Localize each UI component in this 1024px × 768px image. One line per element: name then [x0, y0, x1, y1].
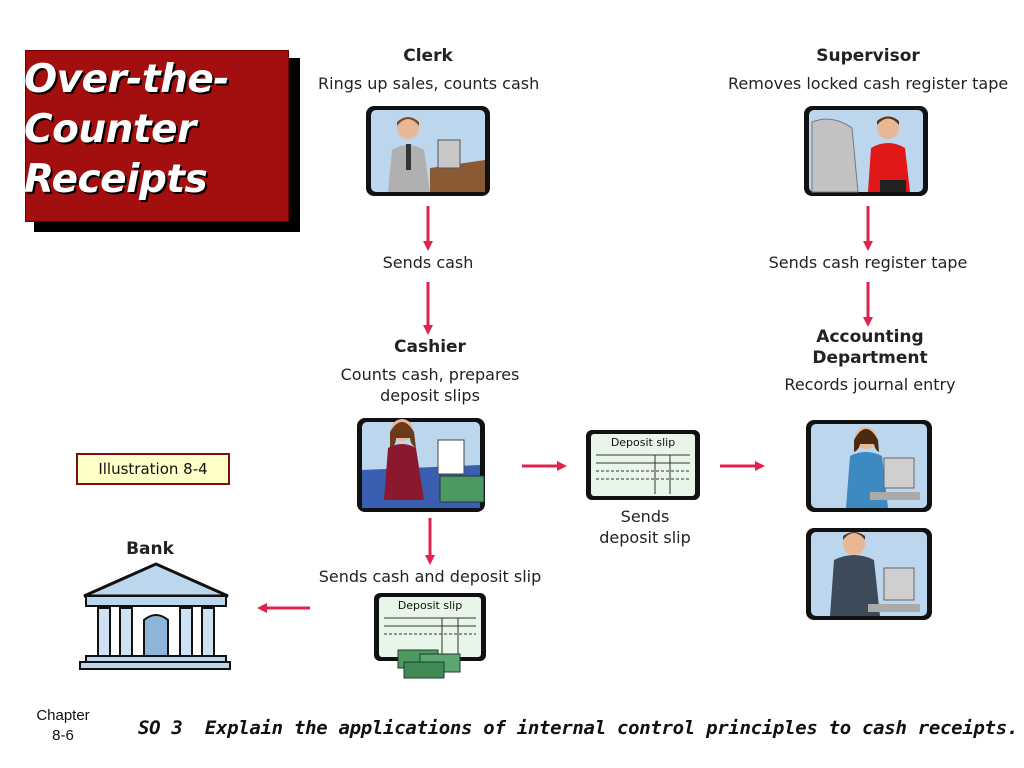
sends-deposit-slip-line-2: deposit slip [599, 528, 691, 547]
cashier-description-line-2: deposit slips [380, 386, 480, 405]
accounting-heading-line-1: Accounting [816, 327, 924, 347]
title-box [25, 50, 289, 222]
accounting-heading-line-2: Department [812, 348, 928, 368]
cashier-description-line-1: Counts cash, prepares [340, 365, 520, 384]
bank-label: Bank [126, 539, 174, 559]
accountant-woman-illustration [806, 420, 932, 512]
clerk-illustration [366, 106, 490, 196]
supervisor-description: Removes locked cash register tape [728, 74, 1009, 93]
supervisor-illustration [804, 106, 928, 196]
deposit-slip-illustration [586, 430, 700, 500]
accounting-description: Records journal entry [784, 375, 956, 394]
sends-cash-and-slip-label: Sends cash and deposit slip [318, 567, 542, 586]
supervisor-heading: Supervisor [816, 46, 920, 66]
illustration-reference: Illustration 8-4 [76, 453, 230, 485]
sends-tape-label: Sends cash register tape [768, 253, 968, 272]
footer-objective: SO 3 Explain the applications of interna… [138, 717, 1018, 739]
deposit-slip-with-cash-illustration [374, 593, 486, 679]
bank-building-icon [79, 562, 231, 670]
deposit-slip-title-bottom: Deposit slip [397, 599, 463, 612]
chapter-label: Chapter 8-6 [20, 706, 106, 746]
slide-title: Over-the- Counter Receipts [24, 55, 294, 205]
cashier-illustration [357, 418, 485, 512]
title-line-3: Receipts [24, 157, 208, 202]
clerk-heading: Clerk [403, 46, 453, 66]
chapter-line-2: 8-6 [52, 727, 74, 744]
accountant-man-illustration [806, 528, 932, 620]
sends-deposit-slip-line-1: Sends [620, 507, 670, 526]
title-line-1: Over-the- [24, 57, 230, 102]
deposit-slip-title: Deposit slip [610, 436, 676, 449]
chapter-line-1: Chapter [36, 707, 90, 724]
clerk-description: Rings up sales, counts cash [318, 74, 540, 93]
cashier-heading: Cashier [394, 337, 466, 357]
title-line-2: Counter [24, 107, 196, 152]
sends-cash-label: Sends cash [382, 253, 474, 272]
